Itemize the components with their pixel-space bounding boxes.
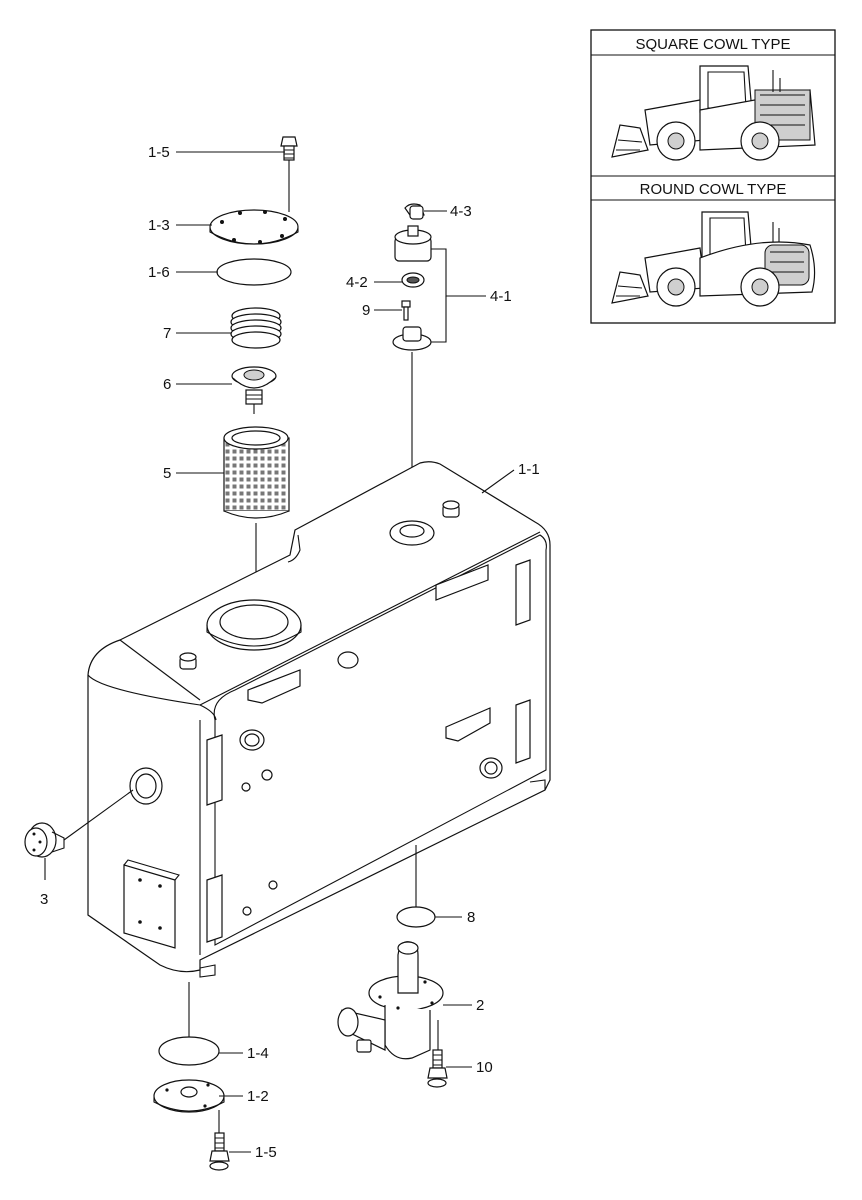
- callout-4-3: 4-3: [450, 203, 472, 220]
- callout-1-1: 1-1: [518, 461, 540, 478]
- callout-7: 7: [163, 325, 171, 342]
- callout-1-3: 1-3: [148, 217, 170, 234]
- callout-1-2: 1-2: [247, 1088, 269, 1105]
- drain-plug-3: [24, 789, 134, 880]
- square-cowl-loader-illustration: [611, 65, 816, 161]
- callout-5: 5: [163, 465, 171, 482]
- bolt-10: [427, 1049, 448, 1088]
- drain-plate-1-2: [153, 1079, 225, 1133]
- cowl-type-panel: SQUARE COWL TYPE ROUND COWL TYPE: [590, 29, 836, 324]
- round-cowl-title: ROUND COWL TYPE: [640, 181, 787, 198]
- suction-strainer-2: [337, 941, 444, 1060]
- leader-lines: [176, 151, 515, 1153]
- callout-1-5-top: 1-5: [148, 144, 170, 161]
- filter-4-2: [401, 272, 425, 288]
- bolt-1-5-top: [280, 136, 298, 212]
- cap-4-3: [404, 203, 425, 220]
- callout-2: 2: [476, 997, 484, 1014]
- bolt-9: [401, 300, 411, 321]
- callout-6: 6: [163, 376, 171, 393]
- callout-9: 9: [362, 302, 370, 319]
- callout-3: 3: [40, 891, 48, 908]
- callout-10: 10: [476, 1059, 493, 1076]
- callout-1-6: 1-6: [148, 264, 170, 281]
- o-ring-1-6: [216, 258, 292, 286]
- square-cowl-title: SQUARE COWL TYPE: [635, 36, 790, 53]
- cover-plate-1-3: [209, 209, 299, 245]
- callout-4-2: 4-2: [346, 274, 368, 291]
- return-filter-element-5: [223, 426, 290, 622]
- hydraulic-tank-1-1: [87, 461, 551, 978]
- callout-1-5-bottom: 1-5: [255, 1144, 277, 1161]
- callout-1-4: 1-4: [247, 1045, 269, 1062]
- gasket-1-4: [158, 1036, 220, 1066]
- callout-8: 8: [467, 909, 475, 926]
- round-cowl-loader-illustration: [611, 211, 816, 307]
- bolt-1-5-bottom: [209, 1132, 230, 1171]
- callout-4-1: 4-1: [490, 288, 512, 305]
- gasket-8: [396, 906, 436, 928]
- breather-4-1: [394, 225, 486, 343]
- spring-7: [230, 307, 282, 349]
- callout-labels: 1-5 1-3 1-6 7 6 5 4-3 4-2 4-1 9 1-1 3 8 …: [40, 144, 540, 1161]
- bypass-valve-6: [231, 366, 277, 414]
